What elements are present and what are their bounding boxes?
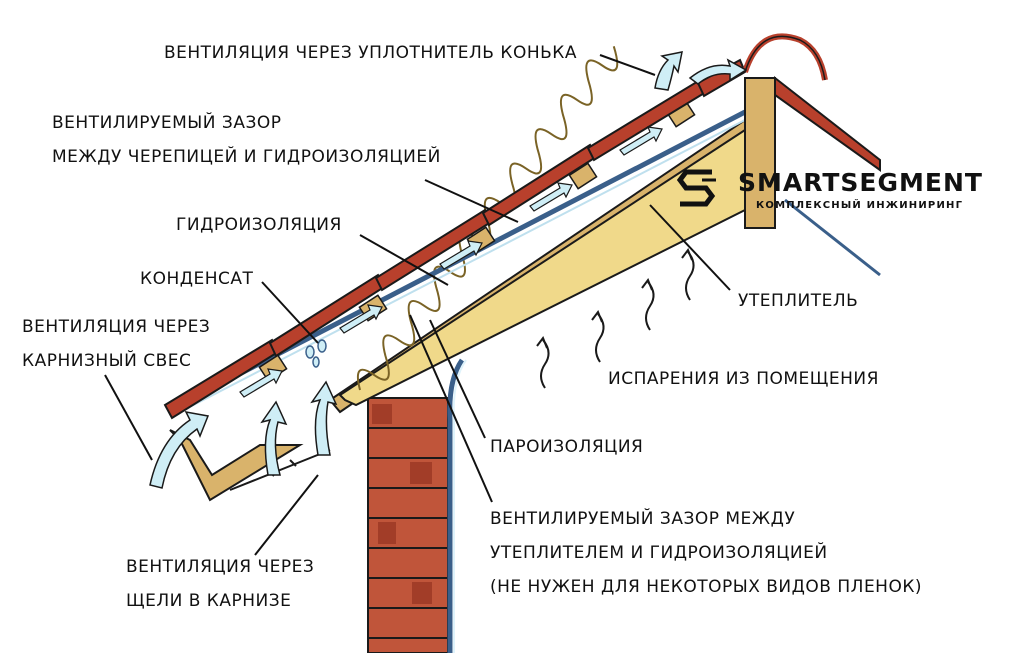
label-insulation: УТЕПЛИТЕЛЬ bbox=[738, 291, 859, 311]
label-soffit-line1: ВЕНТИЛЯЦИЯ ЧЕРЕЗ bbox=[126, 557, 315, 577]
leader-lines bbox=[104, 54, 731, 556]
label-gap2-line2: УТЕПЛИТЕЛЕМ И ГИДРОИЗОЛЯЦИЕЙ bbox=[490, 543, 828, 563]
label-evaporation: ИСПАРЕНИЯ ИЗ ПОМЕЩЕНИЯ bbox=[608, 369, 879, 389]
label-eave-line2: КАРНИЗНЫЙ СВЕС bbox=[22, 351, 192, 371]
gable-end bbox=[742, 33, 881, 277]
label-waterproofing: ГИДРОИЗОЛЯЦИЯ bbox=[176, 215, 342, 235]
vapor-barrier-wall bbox=[447, 358, 465, 653]
condensate-drops bbox=[305, 339, 327, 368]
label-gap-line1: ВЕНТИЛИРУЕМЫЙ ЗАЗОР bbox=[52, 113, 282, 133]
logo-tagline: КОМПЛЕКСНЫЙ ИНЖИНИРИНГ bbox=[756, 200, 964, 211]
roof-tiles bbox=[163, 58, 747, 420]
label-eave-line1: ВЕНТИЛЯЦИЯ ЧЕРЕЗ bbox=[22, 317, 211, 337]
label-gap2-line1: ВЕНТИЛИРУЕМЫЙ ЗАЗОР МЕЖДУ bbox=[490, 509, 796, 529]
evaporation-arrows bbox=[536, 247, 695, 389]
airflow-arrows bbox=[149, 51, 748, 489]
logo-mark-icon bbox=[676, 169, 716, 207]
gap-airflow-arrows bbox=[239, 126, 663, 398]
label-ridge-vent: ВЕНТИЛЯЦИЯ ЧЕРЕЗ УПЛОТНИТЕЛЬ КОНЬКА bbox=[164, 43, 577, 63]
label-soffit-line2: ЩЕЛИ В КАРНИЗЕ bbox=[126, 591, 292, 611]
smartsegment-logo: SMARTSEGMENT КОМПЛЕКСНЫЙ ИНЖИНИРИНГ bbox=[672, 166, 992, 220]
label-gap-line2: МЕЖДУ ЧЕРЕПИЦЕЙ И ГИДРОИЗОЛЯЦИЕЙ bbox=[52, 147, 441, 167]
insulation-layer bbox=[338, 128, 746, 407]
label-gap2-line3: (НЕ НУЖЕН ДЛЯ НЕКОТОРЫХ ВИДОВ ПЛЕНОК) bbox=[490, 577, 923, 597]
logo-wordmark: SMARTSEGMENT bbox=[738, 168, 983, 197]
brick-wall bbox=[367, 397, 449, 653]
label-condensate: КОНДЕНСАТ bbox=[140, 269, 254, 289]
label-vapor-barrier: ПАРОИЗОЛЯЦИЯ bbox=[490, 437, 644, 457]
